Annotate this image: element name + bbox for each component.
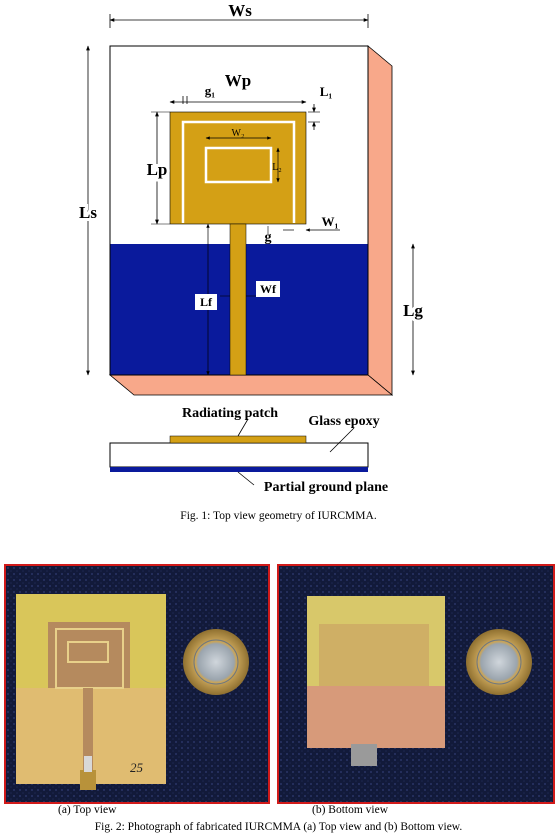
feed-line (229, 223, 247, 376)
subcaption-a: (a) Top view (58, 804, 117, 816)
label-ws: Ws (228, 1, 252, 20)
label-lp: Lp (147, 160, 168, 179)
coin (466, 629, 532, 695)
label-w1: W₁ (322, 214, 339, 229)
label-w2: W₂ (232, 128, 245, 139)
subcaption-b: (b) Bottom view (312, 804, 389, 816)
label-g1: g₁ (205, 83, 216, 98)
sma-connector (351, 744, 377, 766)
handwritten-number: 25 (130, 760, 144, 775)
outer-ring-slot (181, 120, 296, 223)
label-g: g (265, 230, 272, 245)
photo-bottom-view (277, 564, 555, 804)
label-wf: Wf (260, 282, 277, 296)
label-l1: L₁ (320, 84, 333, 99)
label-ls: Ls (79, 203, 97, 222)
antenna-geometry-diagram: Ws Ls Wp g₁ L₁ Lp W₂ L₂ g W₁ Lf Wf Lg Ra… (79, 1, 424, 495)
pcb-patch (48, 622, 130, 688)
figure1-caption: Fig. 1: Top view geometry of IURCMMA. (180, 510, 377, 522)
label-wp: Wp (225, 71, 251, 90)
coin (183, 629, 249, 695)
pcb-ground-copper (307, 686, 445, 748)
substrate-bottom-face (108, 374, 394, 396)
label-lf: Lf (200, 295, 213, 309)
label-l2: L₂ (272, 162, 282, 173)
side-view-substrate (109, 442, 369, 468)
substrate-right-face (367, 45, 393, 396)
photo-top-view: 25 (4, 564, 270, 804)
radiating-patch (169, 111, 307, 225)
inner-ring-slot (204, 146, 273, 184)
label-glass-epoxy: Glass epoxy (308, 414, 379, 429)
sma-connector (80, 770, 96, 790)
label-partial-ground: Partial ground plane (264, 480, 388, 495)
side-view-patch (169, 435, 307, 444)
label-lg: Lg (403, 301, 423, 320)
side-view-ground (110, 467, 368, 472)
label-radiating-patch: Radiating patch (182, 406, 278, 421)
figure2-caption: Fig. 2: Photograph of fabricated IURCMMA… (94, 821, 463, 833)
